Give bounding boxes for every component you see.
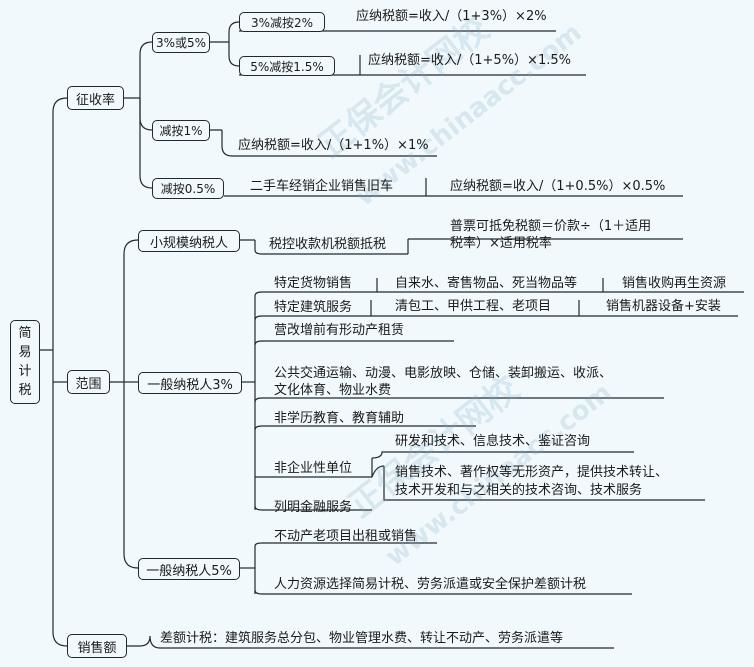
node-rate-3-reduce-2[interactable]: 3%减按2% <box>239 12 325 32</box>
item-diff-tax: 差额计税：建筑服务总分包、物业管理水费、转让不动产、劳务派遣等 <box>160 631 564 646</box>
item-finance: 列明金融服务 <box>274 500 353 515</box>
item-build-detail: 清包工、甲供工程、老项目 <box>395 299 552 314</box>
root-char: 税 <box>18 383 32 398</box>
item-nonbiz-1: 研发和技术、信息技术、鉴证咨询 <box>395 434 591 449</box>
item-specific-build: 特定建筑服务 <box>274 300 353 315</box>
node-rate-reduce-1[interactable]: 减按1% <box>152 120 210 141</box>
root-node[interactable]: 简 易 计 税 <box>10 320 40 404</box>
root-char: 计 <box>18 364 32 379</box>
node-small-scale[interactable]: 小规模纳税人 <box>138 230 240 252</box>
item-cash-register: 税控收款机税额抵税 <box>269 237 387 252</box>
node-sales[interactable]: 销售额 <box>67 634 127 658</box>
item-used-car: 二手车经销企业销售旧车 <box>250 179 394 194</box>
item-nonbiz-2a: 销售技术、著作权等无形资产，提供技术转让、 <box>395 465 669 480</box>
node-rate-3-or-5[interactable]: 3%或5% <box>152 32 210 53</box>
item-goods-detail: 自来水、寄售物品、死当物品等 <box>395 276 578 291</box>
root-char: 简 <box>18 326 32 341</box>
formula-reduce-0-5: 应纳税额=收入/（1+0.5%）×0.5% <box>450 179 666 194</box>
item-goods-extra: 销售收购再生资源 <box>622 276 727 291</box>
formula-3-reduce-2: 应纳税额=收入/（1+3%）×2% <box>356 9 547 24</box>
item-nonbiz-unit: 非企业性单位 <box>274 461 353 476</box>
item-real-estate: 不动产老项目出租或销售 <box>274 529 418 544</box>
item-lease: 营改增前有形动产租赁 <box>274 323 405 338</box>
node-general-3[interactable]: 一般纳税人3% <box>138 372 242 394</box>
item-hr-labor: 人力资源选择简易计税、劳务派遣或安全保护差额计税 <box>274 577 587 592</box>
node-scope[interactable]: 范围 <box>67 370 110 394</box>
node-rate[interactable]: 征收率 <box>67 86 124 110</box>
item-education: 非学历教育、教育辅助 <box>274 411 405 426</box>
item-specific-goods: 特定货物销售 <box>274 276 353 291</box>
node-general-5[interactable]: 一般纳税人5% <box>138 558 240 580</box>
formula-cash-register-2: 税率）×适用税率 <box>450 236 552 251</box>
node-rate-5-reduce-1-5[interactable]: 5%减按1.5% <box>239 56 335 76</box>
item-public-2: 文化体育、物业水费 <box>274 383 392 398</box>
formula-reduce-1: 应纳税额=收入/（1+1%）×1% <box>238 138 429 153</box>
item-public-1: 公共交通运输、动漫、电影放映、仓储、装卸搬运、收派、 <box>274 366 613 381</box>
node-rate-reduce-0-5[interactable]: 减按0.5% <box>152 178 224 199</box>
formula-5-reduce-1-5: 应纳税额=收入/（1+5%）×1.5% <box>368 53 571 68</box>
root-char: 易 <box>18 345 32 360</box>
item-nonbiz-2b: 技术开发和与之相关的技术咨询、技术服务 <box>395 483 643 498</box>
item-build-extra: 销售机器设备+安装 <box>606 299 721 314</box>
formula-cash-register-1: 普票可抵免税额＝价款÷（1＋适用 <box>450 219 652 234</box>
